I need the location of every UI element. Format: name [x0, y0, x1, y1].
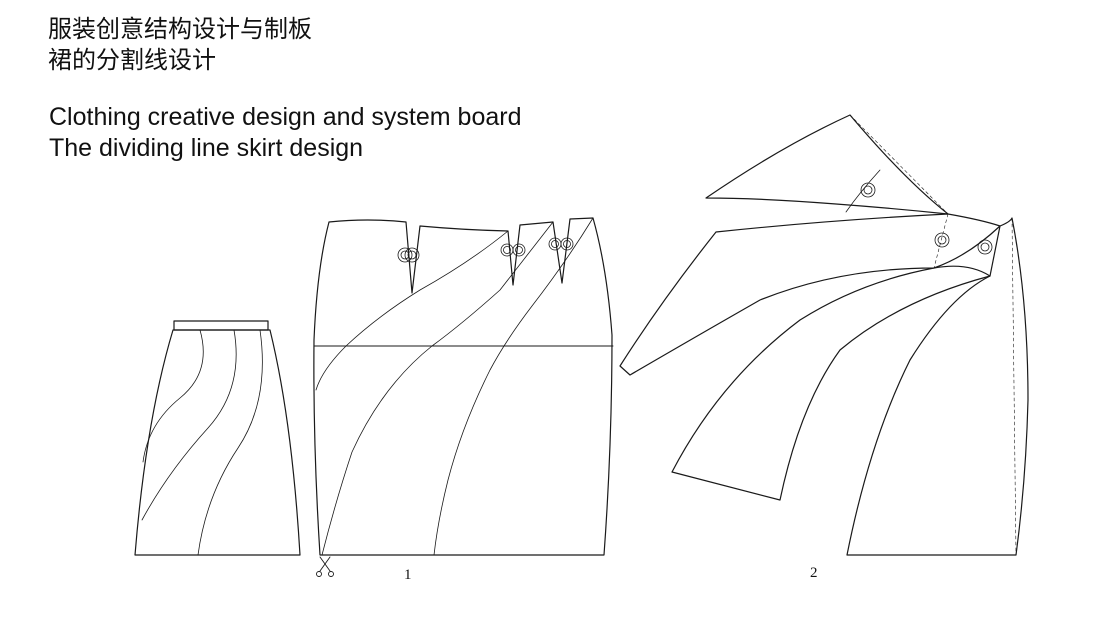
- notch-mark-icon: [934, 232, 950, 248]
- skirt-sketch-waistband: [173, 320, 269, 331]
- notch-mark-icon: [860, 182, 876, 198]
- title-cn-line2: 裙的分割线设计: [48, 46, 216, 74]
- pattern-1-dividing-lines: [315, 217, 594, 556]
- pattern-2-flap-piece: [705, 114, 949, 215]
- figure-label-2: 2: [810, 565, 818, 581]
- scissors-icon: [316, 556, 334, 577]
- pattern-1-outline: [313, 217, 613, 556]
- title-cn-line1: 服装创意结构设计与制板: [48, 15, 312, 43]
- notch-mark-icon: [397, 247, 420, 263]
- pattern-1: [313, 217, 614, 577]
- pattern-2-grain-lines: [933, 213, 1017, 556]
- figure-label-1: 1: [404, 567, 412, 583]
- skirt-sketch-outline: [134, 329, 301, 556]
- notch-mark-icon: [500, 243, 526, 257]
- pattern-2-middle-piece: [671, 265, 991, 501]
- pattern-2: [619, 114, 1029, 556]
- title-en-line1: Clothing creative design and system boar…: [49, 103, 522, 131]
- pattern-2-left-piece: [619, 213, 1001, 376]
- skirt-sketch-dividing-lines: [141, 329, 263, 556]
- notch-mark-icon: [548, 237, 574, 251]
- title-block-english: Clothing creative design and system boar…: [49, 102, 522, 164]
- pattern-2-right-piece: [846, 217, 1029, 556]
- notch-mark-icon: [977, 239, 993, 255]
- title-block-chinese: 服装创意结构设计与制板 裙的分割线设计: [48, 14, 312, 76]
- skirt-sketch: [134, 320, 301, 556]
- title-en-line2: The dividing line skirt design: [49, 134, 364, 162]
